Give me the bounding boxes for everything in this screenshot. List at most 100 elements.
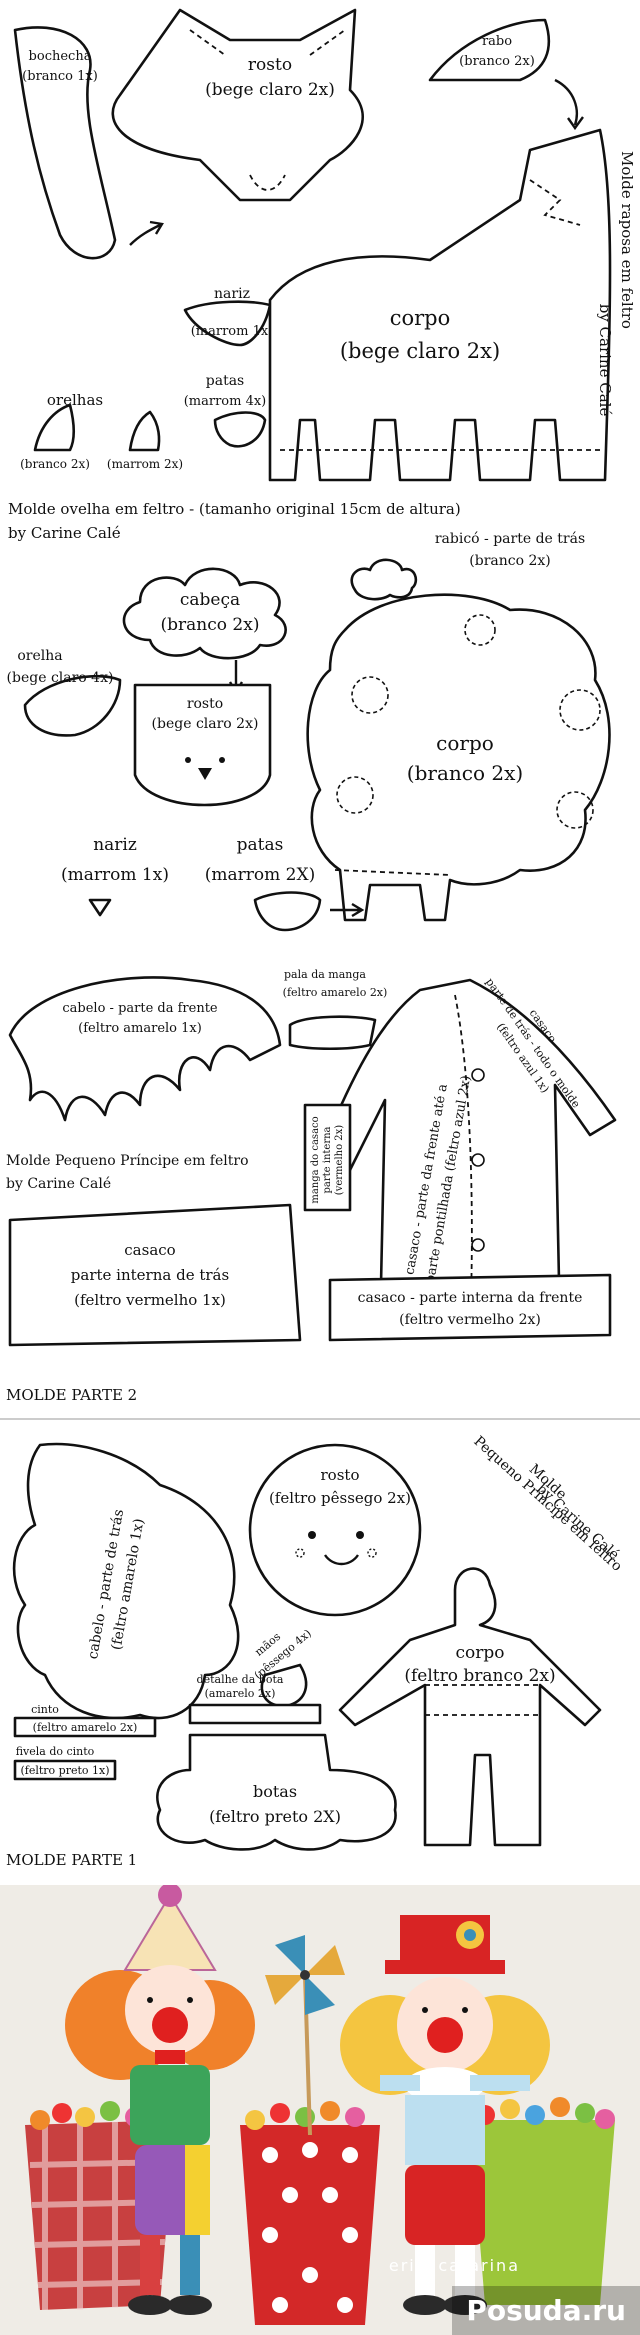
sheep-tail-qty: (branco 2x) <box>469 553 550 569</box>
section-divider <box>0 1418 640 1420</box>
sheep-nose-shape <box>88 898 112 917</box>
prince-hair-front-qty: (feltro amarelo 1x) <box>78 1021 202 1036</box>
prince-coat-back-lining-label: casaco <box>124 1241 175 1259</box>
prince-part1-heading: MOLDE PARTE 1 <box>6 1851 137 1869</box>
prince-belt-label: cinto <box>31 1703 59 1716</box>
sheep-tail-cloud-shape <box>350 558 418 601</box>
sheep-tail-label: rabicó - parte de trás <box>435 531 585 547</box>
prince-smile <box>324 1554 359 1566</box>
sheep-title: Molde ovelha em feltro - (tamanho origin… <box>8 500 461 518</box>
prince-sleeve-cuff-label: pala da manga <box>284 968 366 981</box>
prince-eye-left <box>308 1531 316 1539</box>
prince-face-shape <box>248 1443 422 1617</box>
site-watermark: Posuda.ru <box>452 2286 640 2335</box>
prince-coat-dashline <box>454 994 473 1331</box>
fox-paw-label: patas <box>206 373 244 389</box>
sheep-face-shape <box>133 683 272 807</box>
sheep-face-qty: (bege claro 2x) <box>152 716 259 732</box>
prince-part1-sheet: cabelo - parte de trás (feltro amarelo 1… <box>0 1425 640 1885</box>
sheep-paw-shape <box>253 891 322 932</box>
fox-nose-qty: (marrom 1x) <box>191 324 274 339</box>
prince-belt-qty: (feltro amarelo 2x) <box>33 1721 138 1734</box>
fox-side-author: by Carine Calé <box>596 304 614 417</box>
prince-boots-qty: (feltro preto 2X) <box>209 1807 341 1826</box>
fox-nose-arrow <box>129 220 164 246</box>
sheep-body-qty: (branco 2x) <box>407 761 523 785</box>
sheep-paw-arrow <box>330 902 365 918</box>
fox-tail-label: rabo <box>482 34 512 49</box>
fox-paw-qty: (marrom 4x) <box>184 394 267 409</box>
prince-coat-back-lining-sub: parte interna de trás <box>71 1266 229 1284</box>
sheep-body-label: corpo <box>436 731 494 755</box>
prince-part2-sheet: cabelo - parte da frente (feltro amarelo… <box>0 950 640 1410</box>
sheep-nose-label: nariz <box>93 835 137 855</box>
fox-body-label: corpo <box>390 306 451 330</box>
fox-tail-arrow <box>554 78 584 131</box>
red-polka-bucket <box>240 2125 380 2325</box>
prince-body-shape <box>338 1567 602 1847</box>
prince-boots-shape <box>156 1733 397 1851</box>
prince-face-label: rosto <box>321 1466 360 1484</box>
fox-body-dashline <box>280 179 600 451</box>
fox-face-label: rosto <box>248 55 292 75</box>
fox-tail-qty: (branco 2x) <box>459 54 535 69</box>
fox-ear-shape-2 <box>128 410 161 452</box>
felt-dolls-photo: ericacatarina Posuda.ru <box>0 1885 640 2335</box>
sheep-eye-left <box>185 757 191 763</box>
sheep-eye-right <box>219 757 225 763</box>
prince-buckle-shape <box>13 1759 117 1781</box>
prince-sleeve-lining-qty: (vermelho 2x) <box>334 1125 345 1195</box>
prince-buckle-qty: (feltro preto 1x) <box>20 1764 109 1777</box>
prince-coat-front-lining-label: casaco - parte interna da frente <box>358 1290 583 1306</box>
prince-body-qty: (feltro branco 2x) <box>404 1666 555 1686</box>
sheep-nose-qty: (marrom 1x) <box>61 865 169 885</box>
prince-boot-detail-shape <box>188 1703 322 1725</box>
fox-tail-shape <box>428 18 551 82</box>
fox-paw-shape <box>213 411 267 448</box>
green-bucket <box>470 2120 615 2305</box>
fox-body-qty: (bege claro 2x) <box>340 339 500 363</box>
prince-title: Molde Pequeno Príncipe em feltro <box>6 1153 249 1169</box>
sheep-paws-label: patas <box>237 835 284 855</box>
fox-nose-label: nariz <box>214 286 250 302</box>
prince-coat-front-lining-shape <box>328 1273 612 1342</box>
prince-sleeve-cuff-shape <box>288 1015 377 1051</box>
fox-face-qty: (bege claro 2x) <box>205 80 335 100</box>
fox-nose-shape <box>183 300 272 347</box>
fox-face-dashline <box>189 29 346 191</box>
left-clown-doll <box>65 1885 255 2315</box>
prince-author: by Carine Calé <box>6 1176 111 1192</box>
prince-sleeve-lining-sub: parte interna <box>322 1126 333 1193</box>
prince-cheek-right <box>367 1548 377 1558</box>
prince-coat-back-lining-shape <box>8 1203 302 1347</box>
prince-coat-back-lining-qty: (feltro vermelho 1x) <box>74 1291 226 1309</box>
fox-ear-qty-1: (branco 2x) <box>20 457 90 471</box>
prince-boot-detail-label: detalhe da bota <box>197 1673 284 1686</box>
fox-side-title: Molde raposa em feltro <box>618 151 636 329</box>
sheep-head-label: cabeça <box>180 590 240 610</box>
prince-cheek-left <box>295 1548 305 1558</box>
fox-ear-qty-2: (marrom 2x) <box>107 457 183 471</box>
sheep-swirl-group <box>336 614 601 829</box>
prince-sleeve-lining-label: manga do casaco <box>310 1116 321 1203</box>
prince-sleeve-cuff-qty: (feltro amarelo 2x) <box>283 986 388 999</box>
prince-belt-shape <box>13 1716 157 1738</box>
prince-hair-front-shape <box>8 976 282 1122</box>
sheep-nose-mark <box>198 768 212 780</box>
prince-side-title-3: by Carine Calé <box>533 1481 622 1563</box>
polka-dots <box>262 2142 358 2313</box>
fox-face-shape <box>111 8 364 202</box>
prince-eye-right <box>356 1531 364 1539</box>
fox-cheek-qty: (branco 1x) <box>22 69 98 84</box>
fox-cheek-shape <box>13 26 117 260</box>
fox-cheek-label: bochecha <box>29 49 92 64</box>
prince-hair-front-label: cabelo - parte da frente <box>62 1001 218 1016</box>
sheep-head-cloud-shape <box>122 567 287 660</box>
sheep-ear-shape <box>23 674 122 737</box>
prince-coat-buttons <box>471 1068 485 1252</box>
prince-buckle-label: fivela do cinto <box>16 1745 95 1758</box>
prince-body-dashline <box>425 1684 540 1716</box>
prince-sleeve-lining-shape <box>303 1103 352 1212</box>
fox-ear-shape-1 <box>33 403 76 452</box>
sheep-ear-label: orelha <box>17 648 62 664</box>
